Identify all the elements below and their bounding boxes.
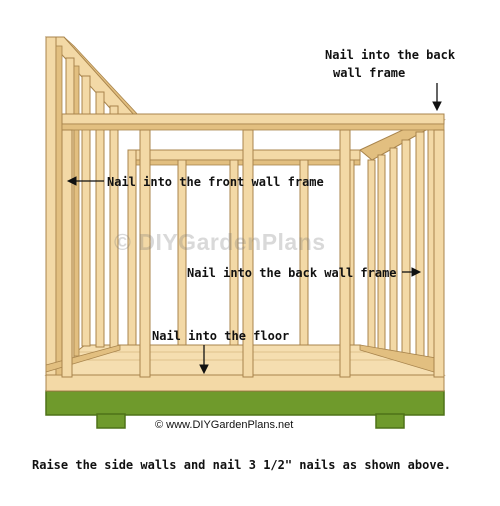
watermark-text: © DIYGardenPlans	[114, 229, 326, 255]
annotation-floor: Nail into the floor	[152, 329, 290, 343]
left-side-wall-frame	[44, 36, 141, 376]
annotation-back-wall-right: Nail into the back wall frame	[187, 266, 397, 280]
annotation-arrows	[66, 83, 442, 375]
copyright-text: © www.DIYGardenPlans.net	[155, 419, 294, 431]
right-side-wall-frame	[359, 119, 446, 376]
annotation-back-wall-top-line1: Nail into the back	[325, 48, 456, 62]
diagram-caption: Raise the side walls and nail 3 1/2" nai…	[32, 458, 452, 472]
annotation-front-wall: Nail into the front wall frame	[107, 175, 324, 189]
front-wall-frame	[61, 113, 445, 378]
annotation-back-wall-top-line2: wall frame	[333, 66, 406, 80]
floor-skid-base	[45, 390, 445, 429]
